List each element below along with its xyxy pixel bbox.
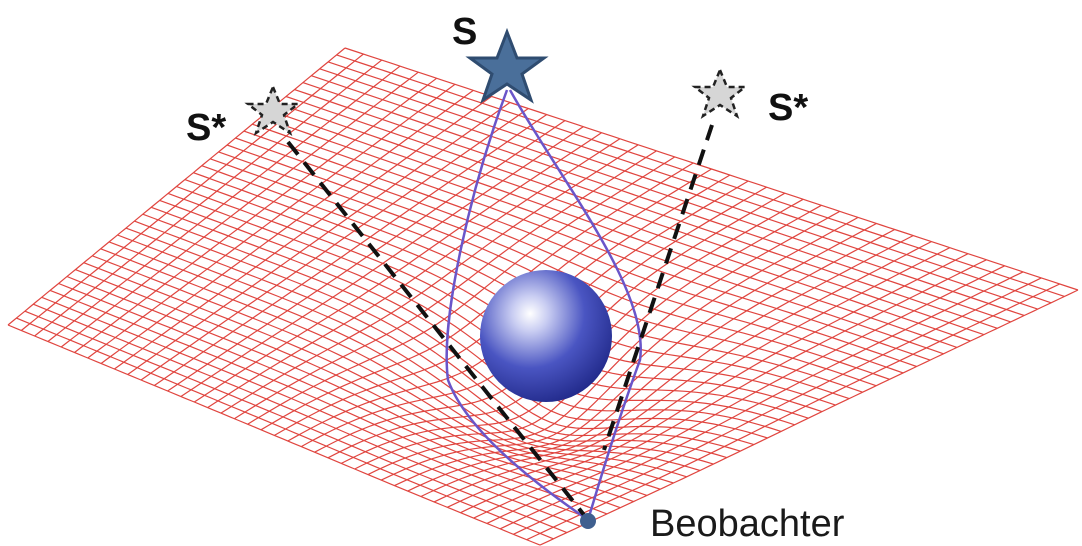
grid-line [473, 259, 987, 519]
dashed-star-icon [691, 66, 749, 119]
grid-line [394, 222, 877, 487]
image-label-left: S* [186, 107, 226, 149]
grid-line [336, 54, 1065, 297]
grid-line [294, 89, 998, 329]
grid-line [344, 47, 1079, 291]
image-label-right: S* [768, 87, 808, 129]
grid-line [499, 271, 1024, 530]
source-label: S [452, 11, 477, 53]
grid-line [319, 68, 1038, 310]
grid-line [433, 241, 932, 503]
grid-line [367, 210, 841, 476]
observer-dot [580, 513, 596, 529]
grid-line [328, 61, 1052, 304]
grid-line [235, 137, 904, 374]
grid-line [407, 228, 895, 492]
grid-line [302, 82, 1011, 323]
grid-line [526, 283, 1060, 541]
grid-line [277, 102, 971, 342]
grid-line [243, 130, 917, 368]
grid-line [226, 144, 890, 380]
grid-line [269, 109, 958, 348]
star-icon [465, 27, 549, 104]
spacetime-grid [7, 47, 1079, 546]
mass-sphere [480, 270, 612, 402]
grid-line [447, 247, 950, 508]
dashed-star-icon [244, 83, 302, 136]
sight-line-left [286, 140, 590, 522]
grid-line [460, 253, 969, 514]
grid-line [539, 289, 1079, 546]
grid-line [420, 235, 914, 498]
grid-line [380, 216, 859, 481]
grid-line [513, 277, 1042, 535]
observer-label: Beobachter [650, 503, 845, 545]
light-path [445, 89, 643, 522]
grid-line [285, 95, 984, 336]
grid-line [252, 123, 931, 361]
grid-line [486, 265, 1005, 524]
sight-line-right [602, 124, 714, 451]
grid-line [311, 75, 1025, 317]
